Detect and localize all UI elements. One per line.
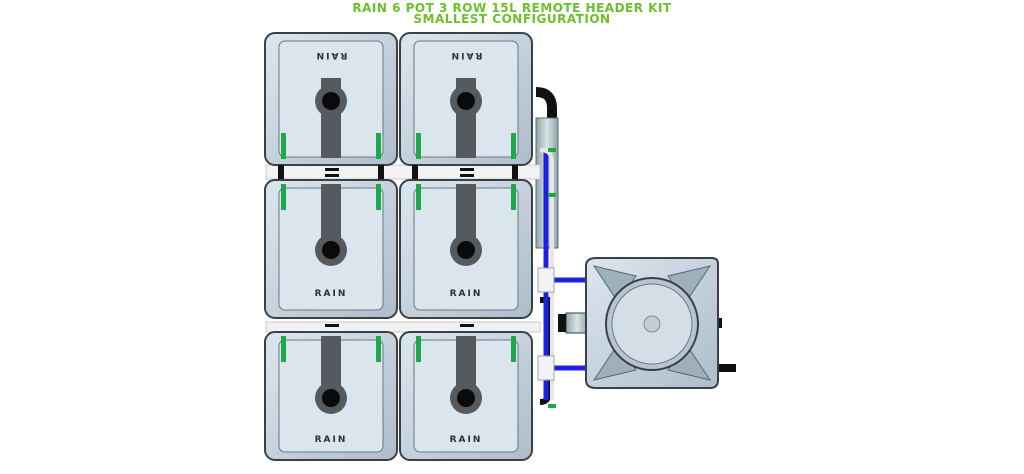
pot-label: RAIN: [450, 289, 483, 299]
pot-r2-c1: RAIN: [264, 179, 398, 319]
diagram-title-line-1: RAIN 6 POT 3 ROW 15L REMOTE HEADER KIT: [352, 1, 672, 15]
pot-grid: RAIN RAIN RAIN: [264, 32, 533, 461]
pot-label: RAIN: [450, 435, 483, 445]
row-connectors: [278, 165, 518, 327]
pot-r3-c1: RAIN: [264, 331, 398, 461]
pot-label: RAIN: [315, 435, 348, 445]
remote-header-tank: [558, 257, 736, 389]
pot-r3-c2: RAIN: [399, 331, 533, 461]
pot-label: RAIN: [315, 50, 348, 60]
diagram-title-line-2: SMALLEST CONFIGURATION: [413, 12, 611, 26]
pot-r1-c2: RAIN: [399, 32, 533, 166]
pot-r2-c2: RAIN: [399, 179, 533, 319]
pot-r1-c1: RAIN: [264, 32, 398, 166]
header-green-fittings: [548, 148, 556, 408]
pot-label: RAIN: [315, 289, 348, 299]
pot-label: RAIN: [450, 50, 483, 60]
